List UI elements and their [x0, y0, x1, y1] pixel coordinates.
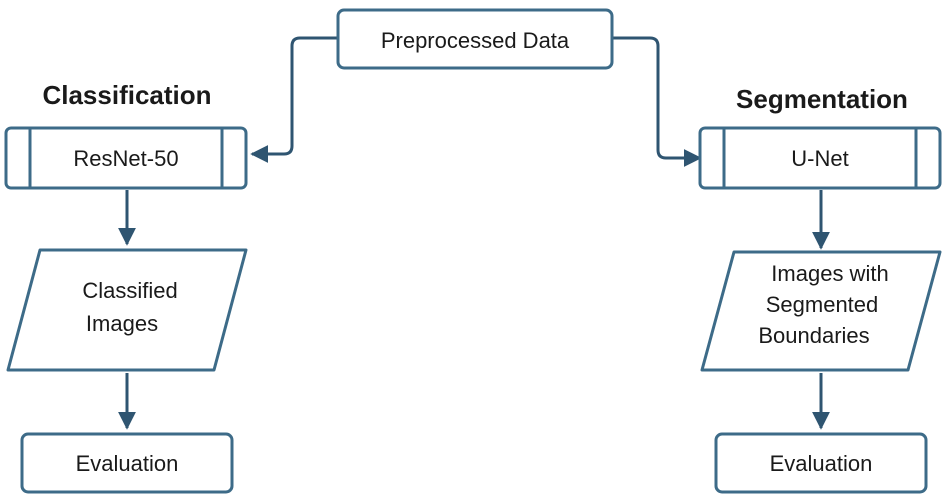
edge-data-to-resnet: [250, 36, 338, 163]
classified-images-line-2: Images: [86, 311, 158, 336]
evaluation-left-label: Evaluation: [76, 451, 179, 476]
unet-label: U-Net: [791, 146, 848, 171]
evaluation-node-right: Evaluation: [714, 432, 928, 494]
edge-data-to-unet: [612, 36, 702, 167]
connectors: [118, 36, 830, 430]
unet-node: U-Net: [698, 126, 942, 190]
preprocessed-data-label: Preprocessed Data: [381, 28, 570, 53]
classification-title: Classification: [42, 80, 211, 110]
resnet-label: ResNet-50: [73, 146, 178, 171]
classified-images-node: Classified Images: [6, 248, 248, 372]
evaluation-right-label: Evaluation: [770, 451, 873, 476]
resnet-node: ResNet-50: [4, 126, 248, 190]
classified-images-line-1: Classified: [82, 278, 177, 303]
evaluation-node-left: Evaluation: [20, 432, 234, 494]
segmented-boundaries-line-2: Segmented: [766, 292, 879, 317]
segmented-boundaries-line-3: Boundaries: [758, 323, 869, 348]
segmented-boundaries-node: Images with Segmented Boundaries: [700, 250, 942, 372]
preprocessed-data-node: Preprocessed Data: [336, 8, 614, 70]
segmented-boundaries-line-1: Images with: [771, 261, 888, 286]
segmentation-title: Segmentation: [736, 84, 908, 114]
